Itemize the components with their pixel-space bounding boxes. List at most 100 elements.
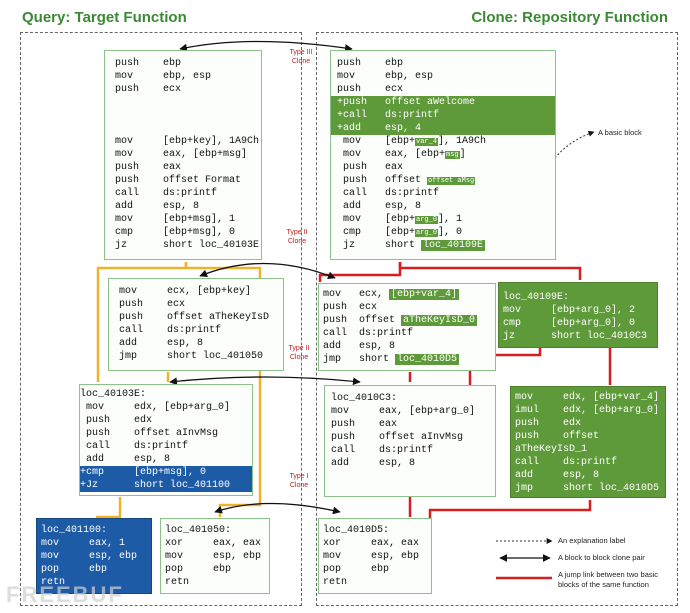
code-text: push eax — [337, 162, 404, 173]
code-line: jmp short loc_4010D5 — [323, 353, 495, 366]
code-line: mov edx, [ebp+var_4] — [515, 392, 660, 403]
code-text: ], 1 — [438, 214, 463, 225]
code-line: pop ebp — [41, 564, 108, 575]
code-line: push ebp — [115, 58, 182, 69]
code-line: mov esp, ebp — [165, 551, 262, 562]
code-text: +push offset aWelcome — [337, 97, 476, 108]
code-line: cmp [ebp+arg_0], 0 — [331, 226, 555, 239]
highlight-tag: loc_40109E — [421, 240, 486, 251]
code-text: push ecx — [337, 84, 404, 95]
code-line: push ecx — [119, 299, 186, 310]
code-text: push offset — [323, 315, 402, 326]
code-line — [115, 96, 261, 109]
code-line: call ds:printf — [119, 325, 222, 336]
code-line: call ds:printf — [331, 187, 555, 200]
code-line: mov esp, ebp — [41, 551, 138, 562]
code-line: push offset — [515, 431, 600, 442]
legend-jump-link: A jump link between two basic blocks of … — [558, 570, 659, 589]
code-text: +call ds:printf — [337, 110, 440, 121]
code-text: mov eax, [ebp+ — [337, 149, 446, 160]
code-line: push ebp — [331, 57, 555, 70]
code-text: mov [ebp+ — [337, 136, 416, 147]
code-lines: mov edx, [ebp+var_4]imul edx, [ebp+arg_0… — [511, 387, 665, 495]
highlight-tag: aTheKeyIsD_0 — [401, 315, 478, 326]
code-line: retn — [41, 577, 66, 588]
code-line: cmp [ebp+msg], 0 — [115, 227, 236, 238]
code-line: jz short loc_4010C3 — [503, 331, 648, 342]
code-text: ], 1A9Ch — [438, 136, 487, 147]
code-line: call ds:printf — [80, 441, 189, 452]
code-line: mov ecx, [ebp+var_4] — [323, 288, 495, 301]
basic-block-annotation: A basic block — [598, 128, 642, 137]
code-line: jz short loc_40103E — [115, 240, 260, 251]
code-text: add esp, 8 — [323, 341, 396, 352]
highlight-tag: loc_4010D5 — [395, 354, 460, 365]
code-line: xor eax, eax — [323, 538, 420, 549]
code-line: push ecx — [115, 84, 182, 95]
code-line: mov ebp, esp — [115, 71, 212, 82]
clone-function-frame — [316, 32, 678, 606]
code-line: push ecx — [331, 83, 555, 96]
highlight-tag: msg — [445, 151, 460, 159]
clone-label-type-ii-a: Type II Clone — [286, 229, 308, 245]
code-line: add esp, 8 — [323, 340, 495, 353]
code-line: jz short loc_40109E — [331, 239, 555, 252]
code-line: +Jz short loc_401100 — [80, 479, 252, 492]
legend-clone-pair: A block to block clone pair — [558, 553, 645, 562]
code-line: push edx — [515, 418, 582, 429]
code-line: push offset aTheKeyIsD_0 — [323, 314, 495, 327]
clone-label-type-ii-b: Type II Clone — [288, 345, 310, 361]
code-line: call ds:printf — [515, 457, 618, 468]
watermark: FREEBUF — [6, 582, 124, 607]
code-line: mov ecx, [ebp+key] — [119, 286, 252, 297]
code-line: call ds:printf — [323, 327, 495, 340]
code-line: push offset aInvMsg — [80, 428, 219, 439]
code-line: mov eax, [ebp+msg] — [331, 148, 555, 161]
code-text: +add esp, 4 — [337, 123, 422, 134]
code-line: mov [ebp+arg_0], 1 — [331, 213, 555, 226]
code-line: add esp, 8 — [119, 338, 204, 349]
code-line — [115, 122, 261, 135]
query-block-key: mov ecx, [ebp+key] push ecx push offset aT… — [108, 278, 284, 371]
code-text: call ds:printf — [337, 188, 440, 199]
code-line: retn — [165, 577, 190, 588]
code-line: loc_40103E: — [80, 389, 147, 400]
code-line: push offset Format — [115, 175, 242, 186]
code-line: loc_40109E: — [503, 292, 570, 303]
code-text: push ebp — [337, 58, 404, 69]
code-text: push ecx — [323, 302, 378, 313]
code-text: add esp, 8 — [337, 201, 422, 212]
code-line: push eax — [331, 161, 555, 174]
code-text: jmp short — [323, 354, 396, 365]
code-line: mov [ebp+var_4], 1A9Ch — [331, 135, 555, 148]
code-line: add esp, 8 — [80, 454, 171, 465]
code-line: loc_401100: — [41, 525, 108, 536]
code-line: push edx — [80, 415, 153, 426]
code-line: loc_4010C3: — [331, 393, 398, 404]
code-line: push ecx — [323, 301, 495, 314]
code-line: +call ds:printf — [331, 109, 555, 122]
code-line: push offset offset aMsg — [331, 174, 555, 187]
code-line: +add esp, 4 — [331, 122, 555, 135]
code-line: add esp, 8 — [115, 201, 200, 212]
code-line: push offset aTheKeyIsD — [119, 312, 270, 323]
highlight-tag: arg_0 — [415, 216, 439, 224]
code-line: mov edx, [ebp+arg_0] — [80, 402, 231, 413]
code-line: mov [ebp+msg], 1 — [115, 214, 236, 225]
code-line: xor eax, eax — [165, 538, 262, 549]
